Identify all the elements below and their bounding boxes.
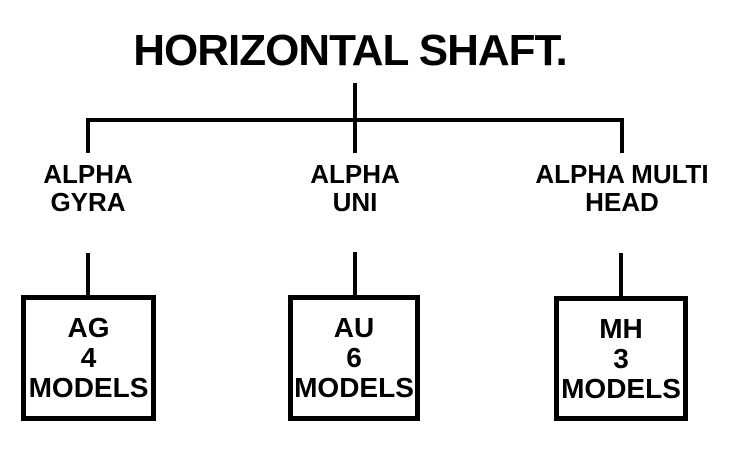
branch-label-alpha-gyra: ALPHA GYRA (0, 160, 188, 216)
model-code: AG (67, 312, 110, 343)
branch-label-line: ALPHA (43, 159, 133, 189)
models-label: MODELS (28, 372, 149, 403)
branch-label-alpha-multi-head: ALPHA MULTI HEAD (505, 160, 730, 216)
diagram-title: HORIZONTAL SHAFT. (133, 26, 568, 75)
model-box-au: AU 6 MODELS (288, 295, 420, 421)
model-code: AU (333, 312, 375, 343)
model-count: 6 (346, 342, 362, 373)
model-count: 4 (80, 342, 97, 373)
models-label: MODELS (561, 372, 681, 404)
branch-label-line: UNI (332, 187, 378, 217)
model-box-mh: MH 3 MODELS (554, 296, 688, 421)
model-box-ag: AG 4 MODELS (21, 295, 156, 421)
models-label: MODELS (294, 372, 414, 403)
branch-label-line: ALPHA MULTI (535, 159, 709, 189)
branch-label-alpha-uni: ALPHA UNI (255, 160, 455, 216)
branch-label-line: GYRA (50, 187, 126, 217)
model-code: MH (599, 312, 643, 344)
branch-label-line: HEAD (585, 187, 659, 217)
branch-label-line: ALPHA (310, 159, 400, 189)
model-count: 3 (613, 342, 629, 374)
